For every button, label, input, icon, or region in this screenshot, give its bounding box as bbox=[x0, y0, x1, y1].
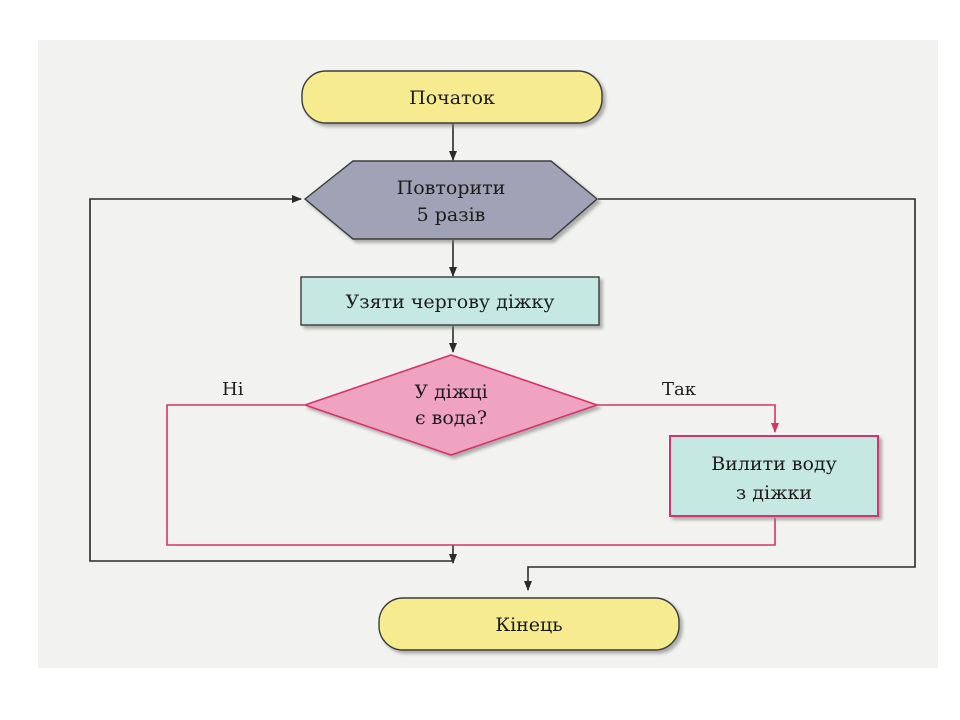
loop-label-line2: 5 разів bbox=[417, 204, 486, 226]
end-label: Кінець bbox=[495, 614, 562, 636]
take-process-shape bbox=[300, 276, 600, 326]
pour-label-line1: Вилити воду bbox=[711, 453, 837, 475]
pour-process-shape bbox=[669, 435, 879, 517]
end-node: Кінець bbox=[378, 597, 680, 651]
take-label: Узяти чергову діжку bbox=[346, 291, 555, 313]
take-node: Узяти чергову діжку bbox=[300, 276, 600, 326]
pour-label-line2: з діжки bbox=[736, 482, 812, 504]
arrow-pour-to-merge bbox=[453, 518, 776, 546]
check-label-line1: У діжці bbox=[414, 381, 487, 403]
check-label-line2: є вода? bbox=[415, 407, 487, 429]
loop-label-line1: Повторити bbox=[397, 177, 506, 199]
textbook-page-background bbox=[38, 40, 938, 668]
end-terminal-shape bbox=[378, 597, 680, 651]
start-node: Початок bbox=[301, 70, 603, 124]
arrow-yes-branch bbox=[597, 404, 779, 433]
arrow-no-branch bbox=[166, 404, 453, 546]
connectors-pink bbox=[166, 404, 779, 546]
arrow-loop-back bbox=[89, 195, 453, 562]
connectors-dark bbox=[89, 123, 916, 591]
start-label: Початок bbox=[409, 87, 495, 109]
arrow-loop-exit bbox=[524, 198, 916, 591]
start-terminal-shape bbox=[301, 70, 603, 124]
edge-label-yes: Так bbox=[662, 379, 697, 400]
loop-hexagon-shape bbox=[303, 160, 599, 240]
pour-node: Вилити воду з діжки bbox=[669, 435, 879, 517]
check-node: У діжці є вода? bbox=[302, 354, 600, 456]
check-decision-shape bbox=[302, 354, 600, 456]
loop-node: Повторити 5 разів bbox=[303, 160, 599, 240]
edge-label-no: Ні bbox=[222, 379, 244, 400]
